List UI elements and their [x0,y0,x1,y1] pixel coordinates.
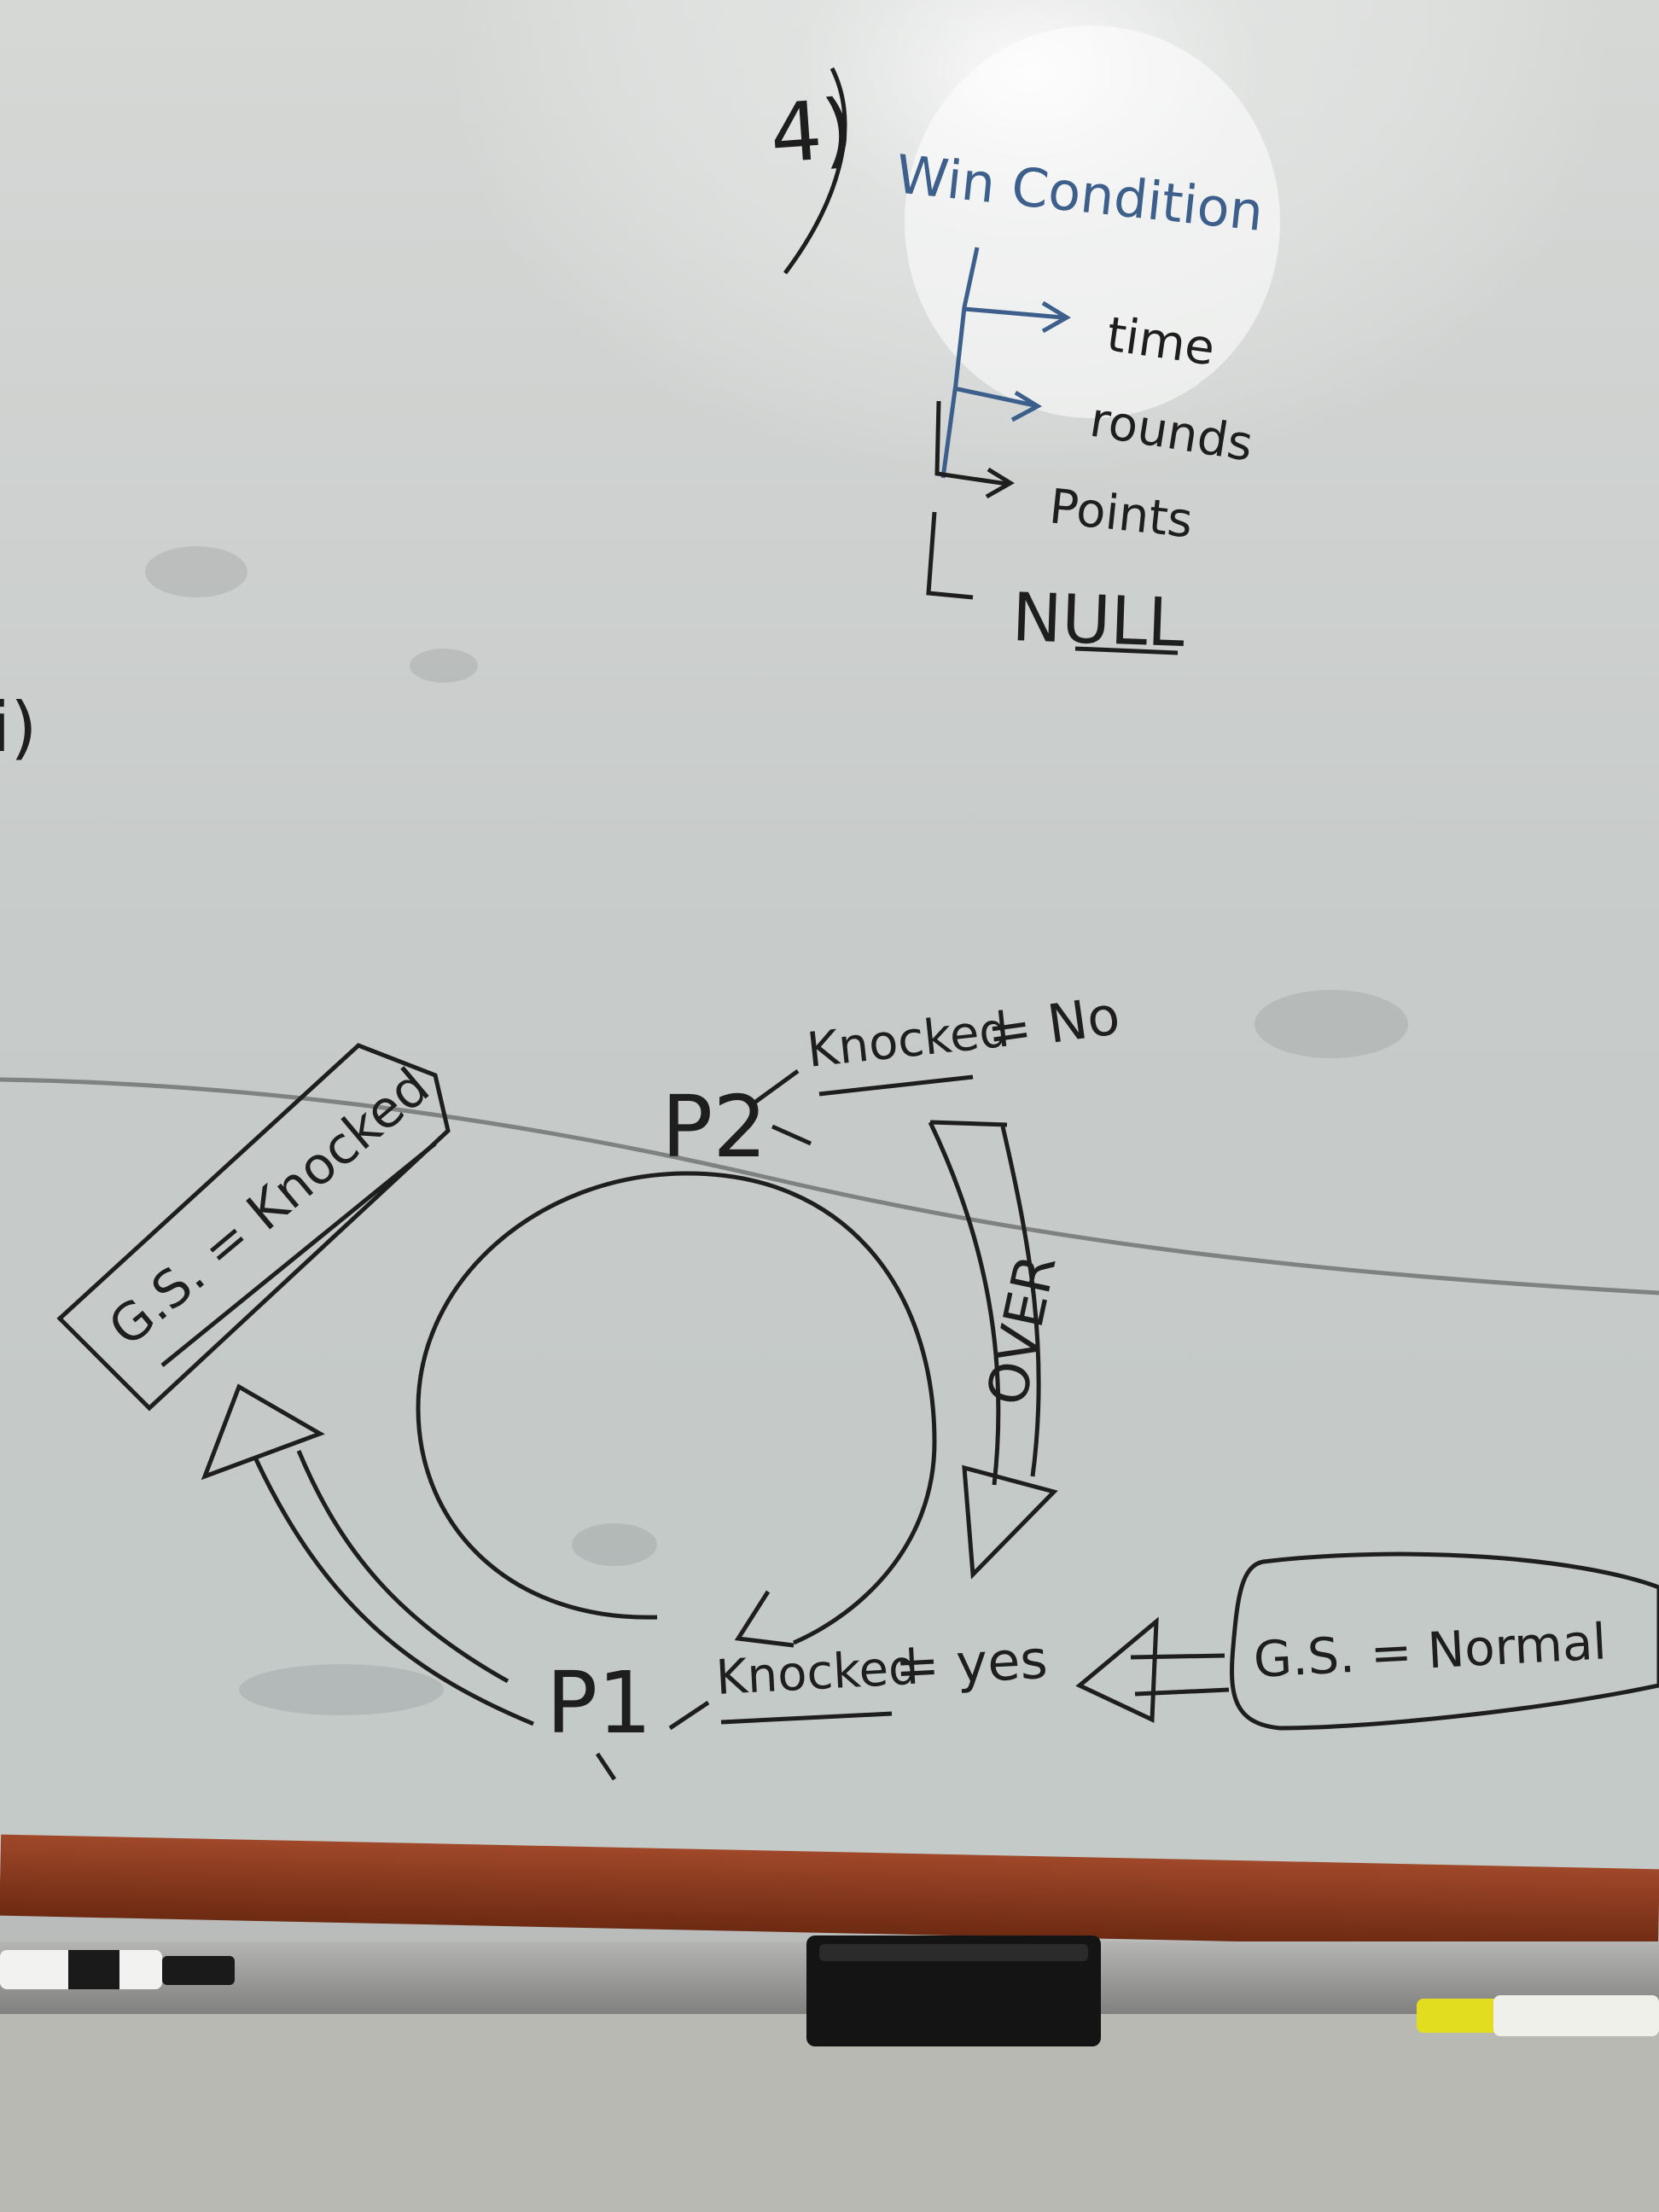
loop-circle [416,1171,937,1645]
yellow-marker[interactable] [1417,1995,1659,2036]
branch-arrow-rounds [953,386,1035,408]
wall-below [0,2014,1659,2212]
up-arrow-shaft-right [296,1450,509,1684]
tray-wood-frame [0,1834,1659,1951]
over-arrow-shaft-right [1000,1126,1041,1477]
underline [720,1711,893,1725]
over-arrow-tail [929,1120,1008,1127]
left-edge-mark: i) [0,688,37,767]
loop-arrowhead-icon [734,1590,795,1648]
arrowhead-icon [1041,300,1071,334]
state-knocked-box [56,1043,451,1412]
subscript-stroke [595,1752,617,1781]
underline [818,1074,974,1097]
eraser[interactable] [806,1936,1101,2046]
up-arrow-shaft-left [253,1458,534,1726]
light-glare [0,0,1659,1195]
section-bracket [783,67,847,275]
smudges [145,546,1408,1715]
underline [160,1142,437,1367]
faint-guide-line [0,1077,1659,1295]
player-bottom: P1 [546,1653,652,1753]
player-bottom-value: = yes [894,1628,1049,1698]
connector-line [749,1068,800,1108]
glare-spot [905,26,1280,418]
player-bottom-label: Knocked [714,1640,920,1706]
over-arrowhead-icon [962,1464,1058,1580]
up-arrowhead-icon [201,1383,325,1481]
branch-null [926,511,974,600]
connector-line [771,1124,812,1146]
black-marker[interactable] [0,1950,235,1989]
over-arrow-shaft-left [928,1121,1001,1486]
connector-line [668,1700,710,1731]
state-normal-box [1230,1551,1659,1731]
arrowhead-icon [985,467,1015,499]
arrowhead-icon [1010,390,1043,422]
incoming-arrow-shaft [1130,1653,1225,1660]
branch-arrow-points [934,400,1008,486]
tree-trunk [940,247,980,479]
incoming-arrowhead-icon [1075,1616,1159,1723]
branch-arrow-time [963,306,1063,320]
incoming-arrow-shaft [1134,1687,1230,1697]
player-top: P2 [661,1077,767,1177]
null-underline [1074,646,1179,655]
